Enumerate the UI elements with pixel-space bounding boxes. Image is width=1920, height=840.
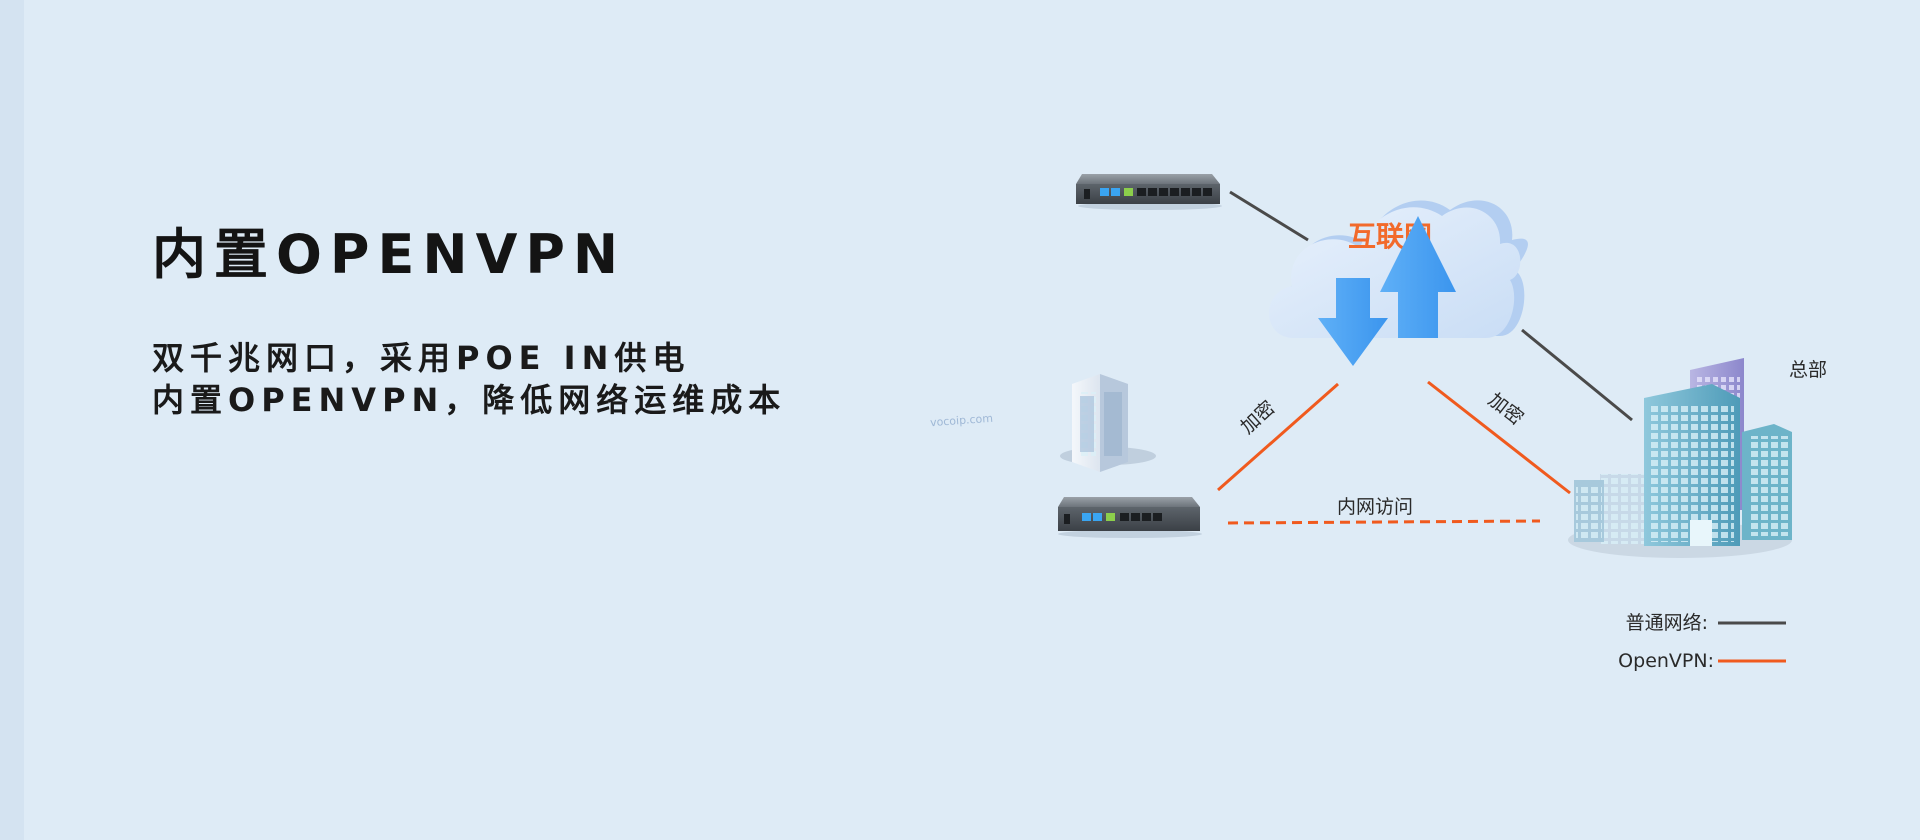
- normal-link-top-router: [1229, 190, 1309, 242]
- legend-vpn-label: OpenVPN:: [1618, 650, 1714, 672]
- encrypt-label-right: 加密: [1484, 389, 1528, 430]
- router-device-icon: [1076, 174, 1222, 210]
- upload-arrow-icon: [1380, 216, 1456, 338]
- download-arrow-icon: [1318, 278, 1388, 366]
- normal-link-headquarters: [1521, 328, 1633, 422]
- legend-normal-label: 普通网络:: [1626, 612, 1708, 634]
- router-device-icon: [1058, 497, 1202, 538]
- server-tower-icon: [1060, 374, 1156, 472]
- intranet-access-label: 内网访问: [1337, 496, 1413, 518]
- office-buildings-icon: [1568, 358, 1792, 558]
- vpn-link-headquarters: [1427, 380, 1571, 495]
- encrypt-label-left: 加密: [1236, 397, 1279, 439]
- page-title: 内置OPENVPN: [152, 223, 627, 286]
- left-edge-strip: [0, 0, 24, 840]
- feature-line-poe: 双千兆网口，采用POE IN供电: [152, 339, 691, 377]
- feature-line-openvpn: 内置OPENVPN，降低网络运维成本: [152, 381, 787, 419]
- vpn-link-branch: [1217, 382, 1339, 492]
- headquarters-label: 总部: [1789, 359, 1827, 381]
- intranet-access-link: [1227, 519, 1541, 525]
